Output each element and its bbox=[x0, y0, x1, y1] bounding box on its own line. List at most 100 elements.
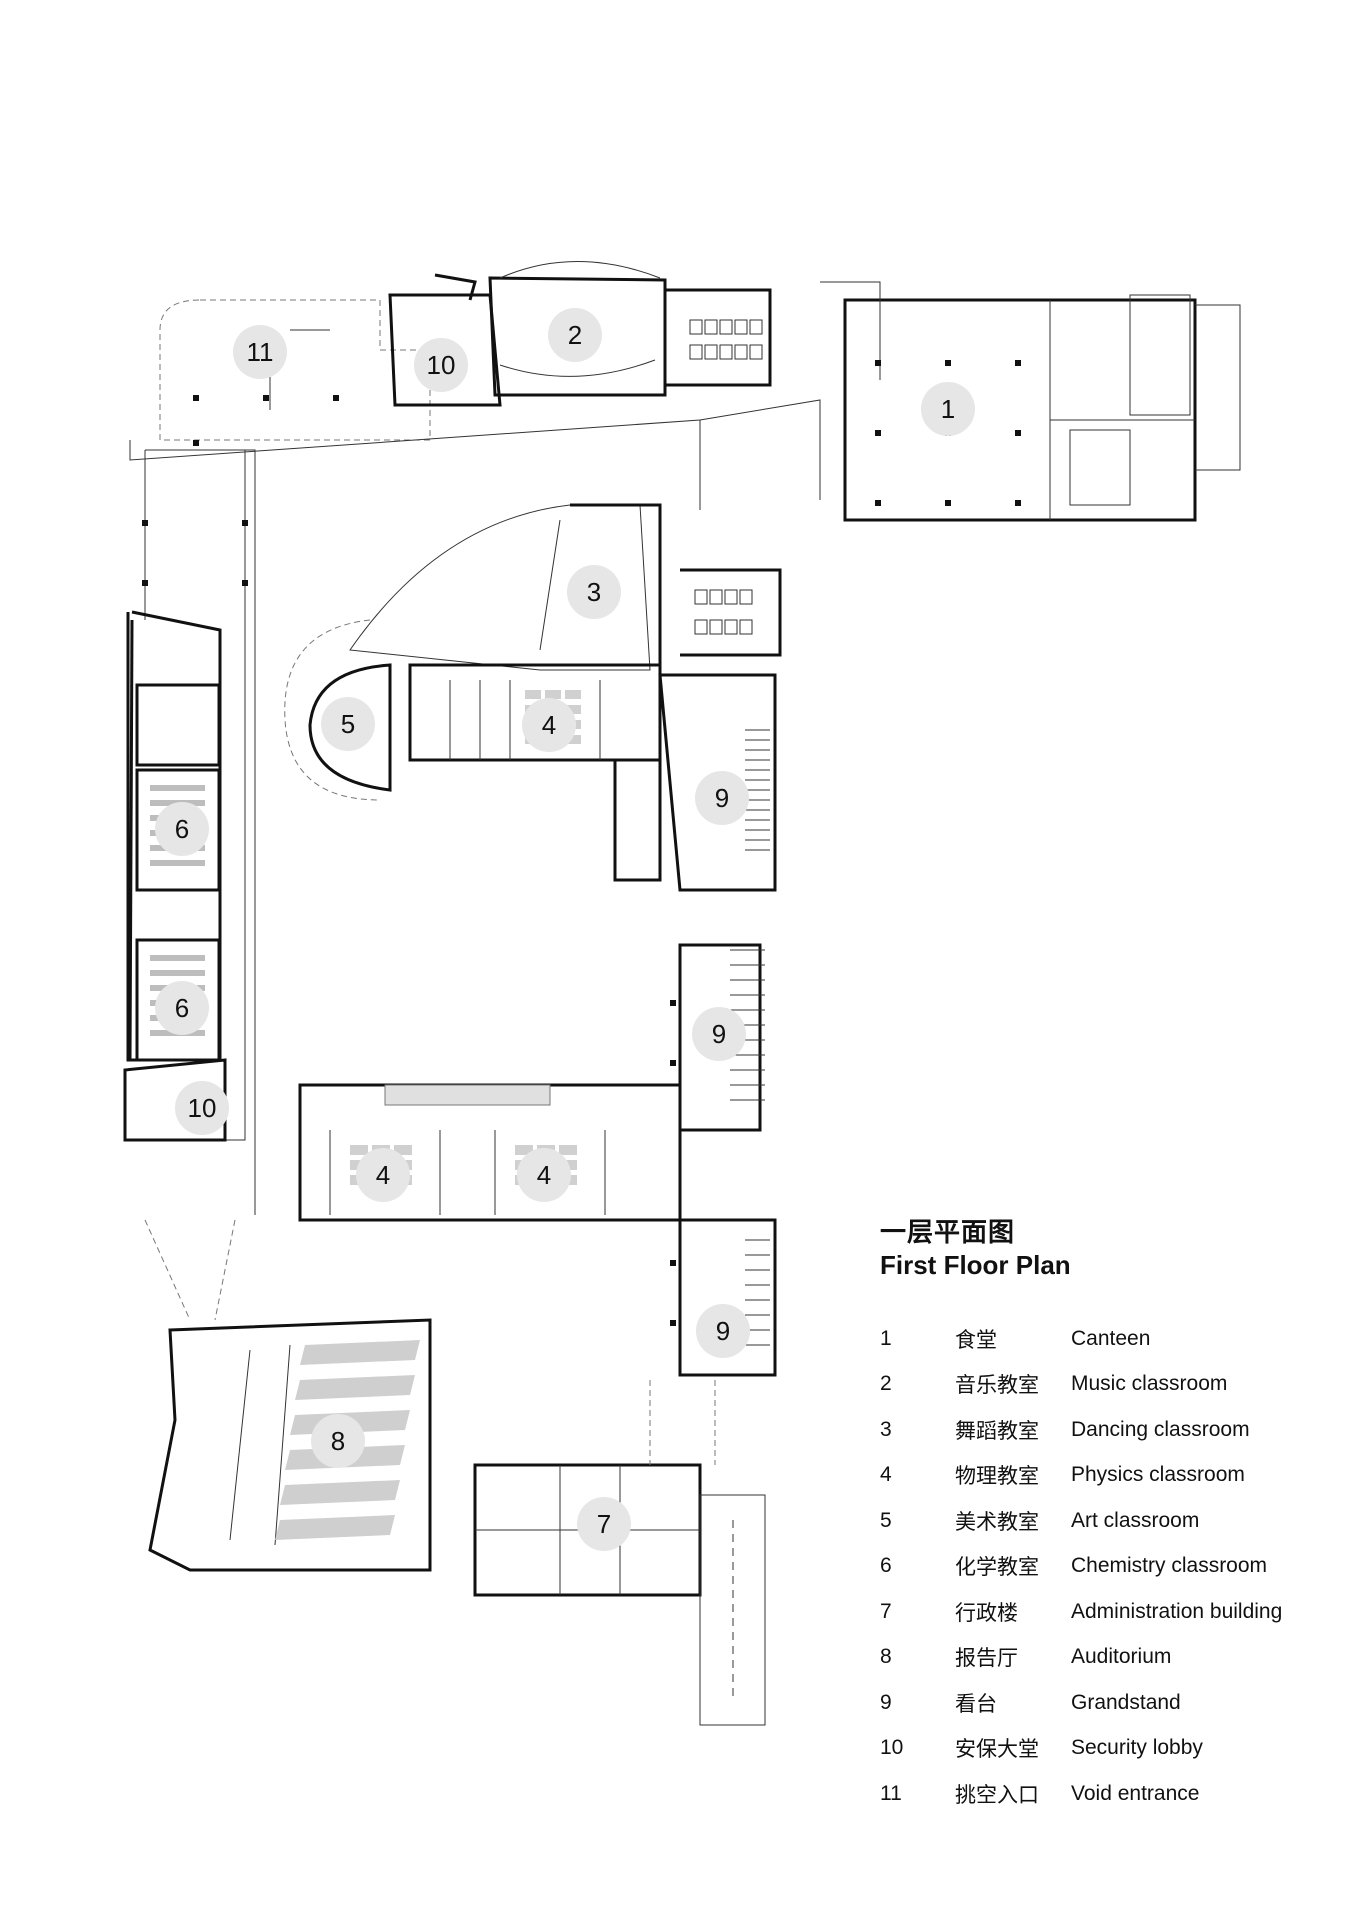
svg-text:9: 9 bbox=[716, 1316, 730, 1346]
room-marker-2: 2 bbox=[548, 308, 602, 362]
security-lobby-top bbox=[388, 273, 502, 407]
legend-label-zh: 音乐教室 bbox=[955, 1373, 1039, 1398]
room-marker-10a: 10 bbox=[414, 338, 468, 392]
auditorium bbox=[144, 1219, 432, 1572]
room-marker-4a: 4 bbox=[522, 698, 576, 752]
legend-label-zh: 行政楼 bbox=[955, 1600, 1018, 1625]
dancing-classroom bbox=[349, 503, 662, 671]
svg-text:4: 4 bbox=[376, 1160, 390, 1190]
svg-text:4: 4 bbox=[537, 1160, 551, 1190]
legend-label-zh: 安保大堂 bbox=[955, 1737, 1039, 1762]
legend-title-en: First Floor Plan bbox=[880, 1250, 1071, 1280]
physics-wing-lower bbox=[298, 1083, 682, 1222]
room-marker-6b: 6 bbox=[155, 981, 209, 1035]
toilet-block-middle bbox=[680, 568, 782, 657]
svg-text:1: 1 bbox=[941, 394, 955, 424]
svg-text:9: 9 bbox=[715, 783, 729, 813]
legend-label-en: Administration building bbox=[1071, 1599, 1283, 1623]
svg-text:2: 2 bbox=[568, 320, 582, 350]
legend-label-zh: 物理教室 bbox=[955, 1464, 1039, 1489]
grandstand-upper bbox=[613, 673, 777, 892]
legend-label-zh: 看台 bbox=[955, 1691, 997, 1716]
legend-label-en: Grandstand bbox=[1071, 1690, 1181, 1714]
music-classroom bbox=[488, 261, 667, 397]
room-marker-9c: 9 bbox=[696, 1304, 750, 1358]
room-marker-4b: 4 bbox=[356, 1148, 410, 1202]
legend-number: 1 bbox=[880, 1326, 892, 1350]
toilet-block-north bbox=[665, 288, 772, 387]
legend-label-en: Chemistry classroom bbox=[1071, 1554, 1268, 1578]
legend-label-en: Security lobby bbox=[1071, 1736, 1203, 1760]
legend-number: 6 bbox=[880, 1554, 892, 1578]
north-corridor bbox=[129, 399, 821, 510]
legend-label-en: Void entrance bbox=[1071, 1781, 1200, 1805]
room-marker-10b: 10 bbox=[175, 1081, 229, 1135]
legend-item: 6 化学教室 Chemistry classroom bbox=[880, 1544, 1340, 1590]
legend-label-zh: 报告厅 bbox=[955, 1646, 1018, 1671]
legend-number: 9 bbox=[880, 1690, 892, 1714]
legend-number: 7 bbox=[880, 1599, 892, 1623]
svg-text:5: 5 bbox=[341, 709, 355, 739]
legend-item: 7 行政楼 Administration building bbox=[880, 1589, 1340, 1635]
legend-label-en: Dancing classroom bbox=[1071, 1417, 1250, 1441]
room-marker-1: 1 bbox=[921, 382, 975, 436]
legend-label-en: Auditorium bbox=[1071, 1645, 1172, 1669]
legend-label-en: Music classroom bbox=[1071, 1372, 1228, 1396]
legend-label-en: Physics classroom bbox=[1071, 1463, 1245, 1487]
legend-item: 10 安保大堂 Security lobby bbox=[880, 1726, 1340, 1772]
administration-building bbox=[473, 1380, 716, 1597]
svg-text:10: 10 bbox=[188, 1093, 217, 1123]
legend-number: 5 bbox=[880, 1508, 892, 1532]
legend-label-zh: 舞蹈教室 bbox=[955, 1418, 1039, 1443]
art-classroom bbox=[284, 619, 392, 801]
legend-label-zh: 食堂 bbox=[955, 1327, 997, 1352]
legend-item: 2 音乐教室 Music classroom bbox=[880, 1362, 1340, 1408]
legend-item: 5 美术教室 Art classroom bbox=[880, 1498, 1340, 1544]
legend-item: 8 报告厅 Auditorium bbox=[880, 1635, 1340, 1681]
room-marker-3: 3 bbox=[567, 565, 621, 619]
chemistry-wing bbox=[123, 610, 227, 1142]
room-marker-8: 8 bbox=[311, 1414, 365, 1468]
legend-number: 4 bbox=[880, 1463, 892, 1487]
legend-item: 3 舞蹈教室 Dancing classroom bbox=[880, 1407, 1340, 1453]
svg-text:7: 7 bbox=[597, 1509, 611, 1539]
legend-number: 11 bbox=[880, 1781, 902, 1805]
legend-title-zh: 一层平面图 bbox=[880, 1218, 1016, 1248]
legend-item: 11 挑空入口 Void entrance bbox=[880, 1771, 1340, 1817]
svg-text:11: 11 bbox=[247, 337, 274, 367]
legend-label-en: Canteen bbox=[1071, 1326, 1151, 1350]
room-marker-4c: 4 bbox=[517, 1148, 571, 1202]
legend-item: 1 食堂 Canteen bbox=[880, 1316, 1340, 1362]
room-marker-9b: 9 bbox=[692, 1007, 746, 1061]
legend-item: 4 物理教室 Physics classroom bbox=[880, 1453, 1340, 1499]
svg-text:9: 9 bbox=[712, 1019, 726, 1049]
entrance-walkway bbox=[699, 1494, 766, 1726]
svg-text:8: 8 bbox=[331, 1426, 345, 1456]
legend-label-zh: 挑空入口 bbox=[955, 1782, 1039, 1807]
legend-number: 10 bbox=[880, 1736, 904, 1760]
legend-number: 2 bbox=[880, 1372, 892, 1396]
room-marker-5: 5 bbox=[321, 697, 375, 751]
svg-text:6: 6 bbox=[175, 993, 189, 1023]
legend-item: 9 看台 Grandstand bbox=[880, 1680, 1340, 1726]
legend-label-zh: 美术教室 bbox=[955, 1509, 1039, 1534]
void-entrance-area bbox=[159, 299, 431, 441]
legend-label-en: Art classroom bbox=[1071, 1508, 1200, 1532]
legend-label-zh: 化学教室 bbox=[955, 1555, 1039, 1580]
room-markers: 1 2 3 4 4 4 5 6 6 7 8 9 9 9 10 10 11 bbox=[155, 308, 975, 1551]
legend-number: 3 bbox=[880, 1417, 892, 1441]
room-marker-7: 7 bbox=[577, 1497, 631, 1551]
canteen-building bbox=[820, 281, 1241, 522]
grandstand-middle bbox=[678, 943, 765, 1132]
svg-text:3: 3 bbox=[587, 577, 601, 607]
svg-text:4: 4 bbox=[542, 710, 556, 740]
legend-number: 8 bbox=[880, 1645, 892, 1669]
room-marker-9a: 9 bbox=[695, 771, 749, 825]
legend-list: 1 食堂 Canteen 2 音乐教室 Music classroom 3 舞蹈教室 Dan… bbox=[880, 1316, 1340, 1817]
room-marker-11: 11 bbox=[233, 325, 287, 379]
svg-text:6: 6 bbox=[175, 814, 189, 844]
svg-text:10: 10 bbox=[427, 350, 456, 380]
grandstand-lower bbox=[678, 1218, 777, 1377]
room-marker-6a: 6 bbox=[155, 802, 209, 856]
